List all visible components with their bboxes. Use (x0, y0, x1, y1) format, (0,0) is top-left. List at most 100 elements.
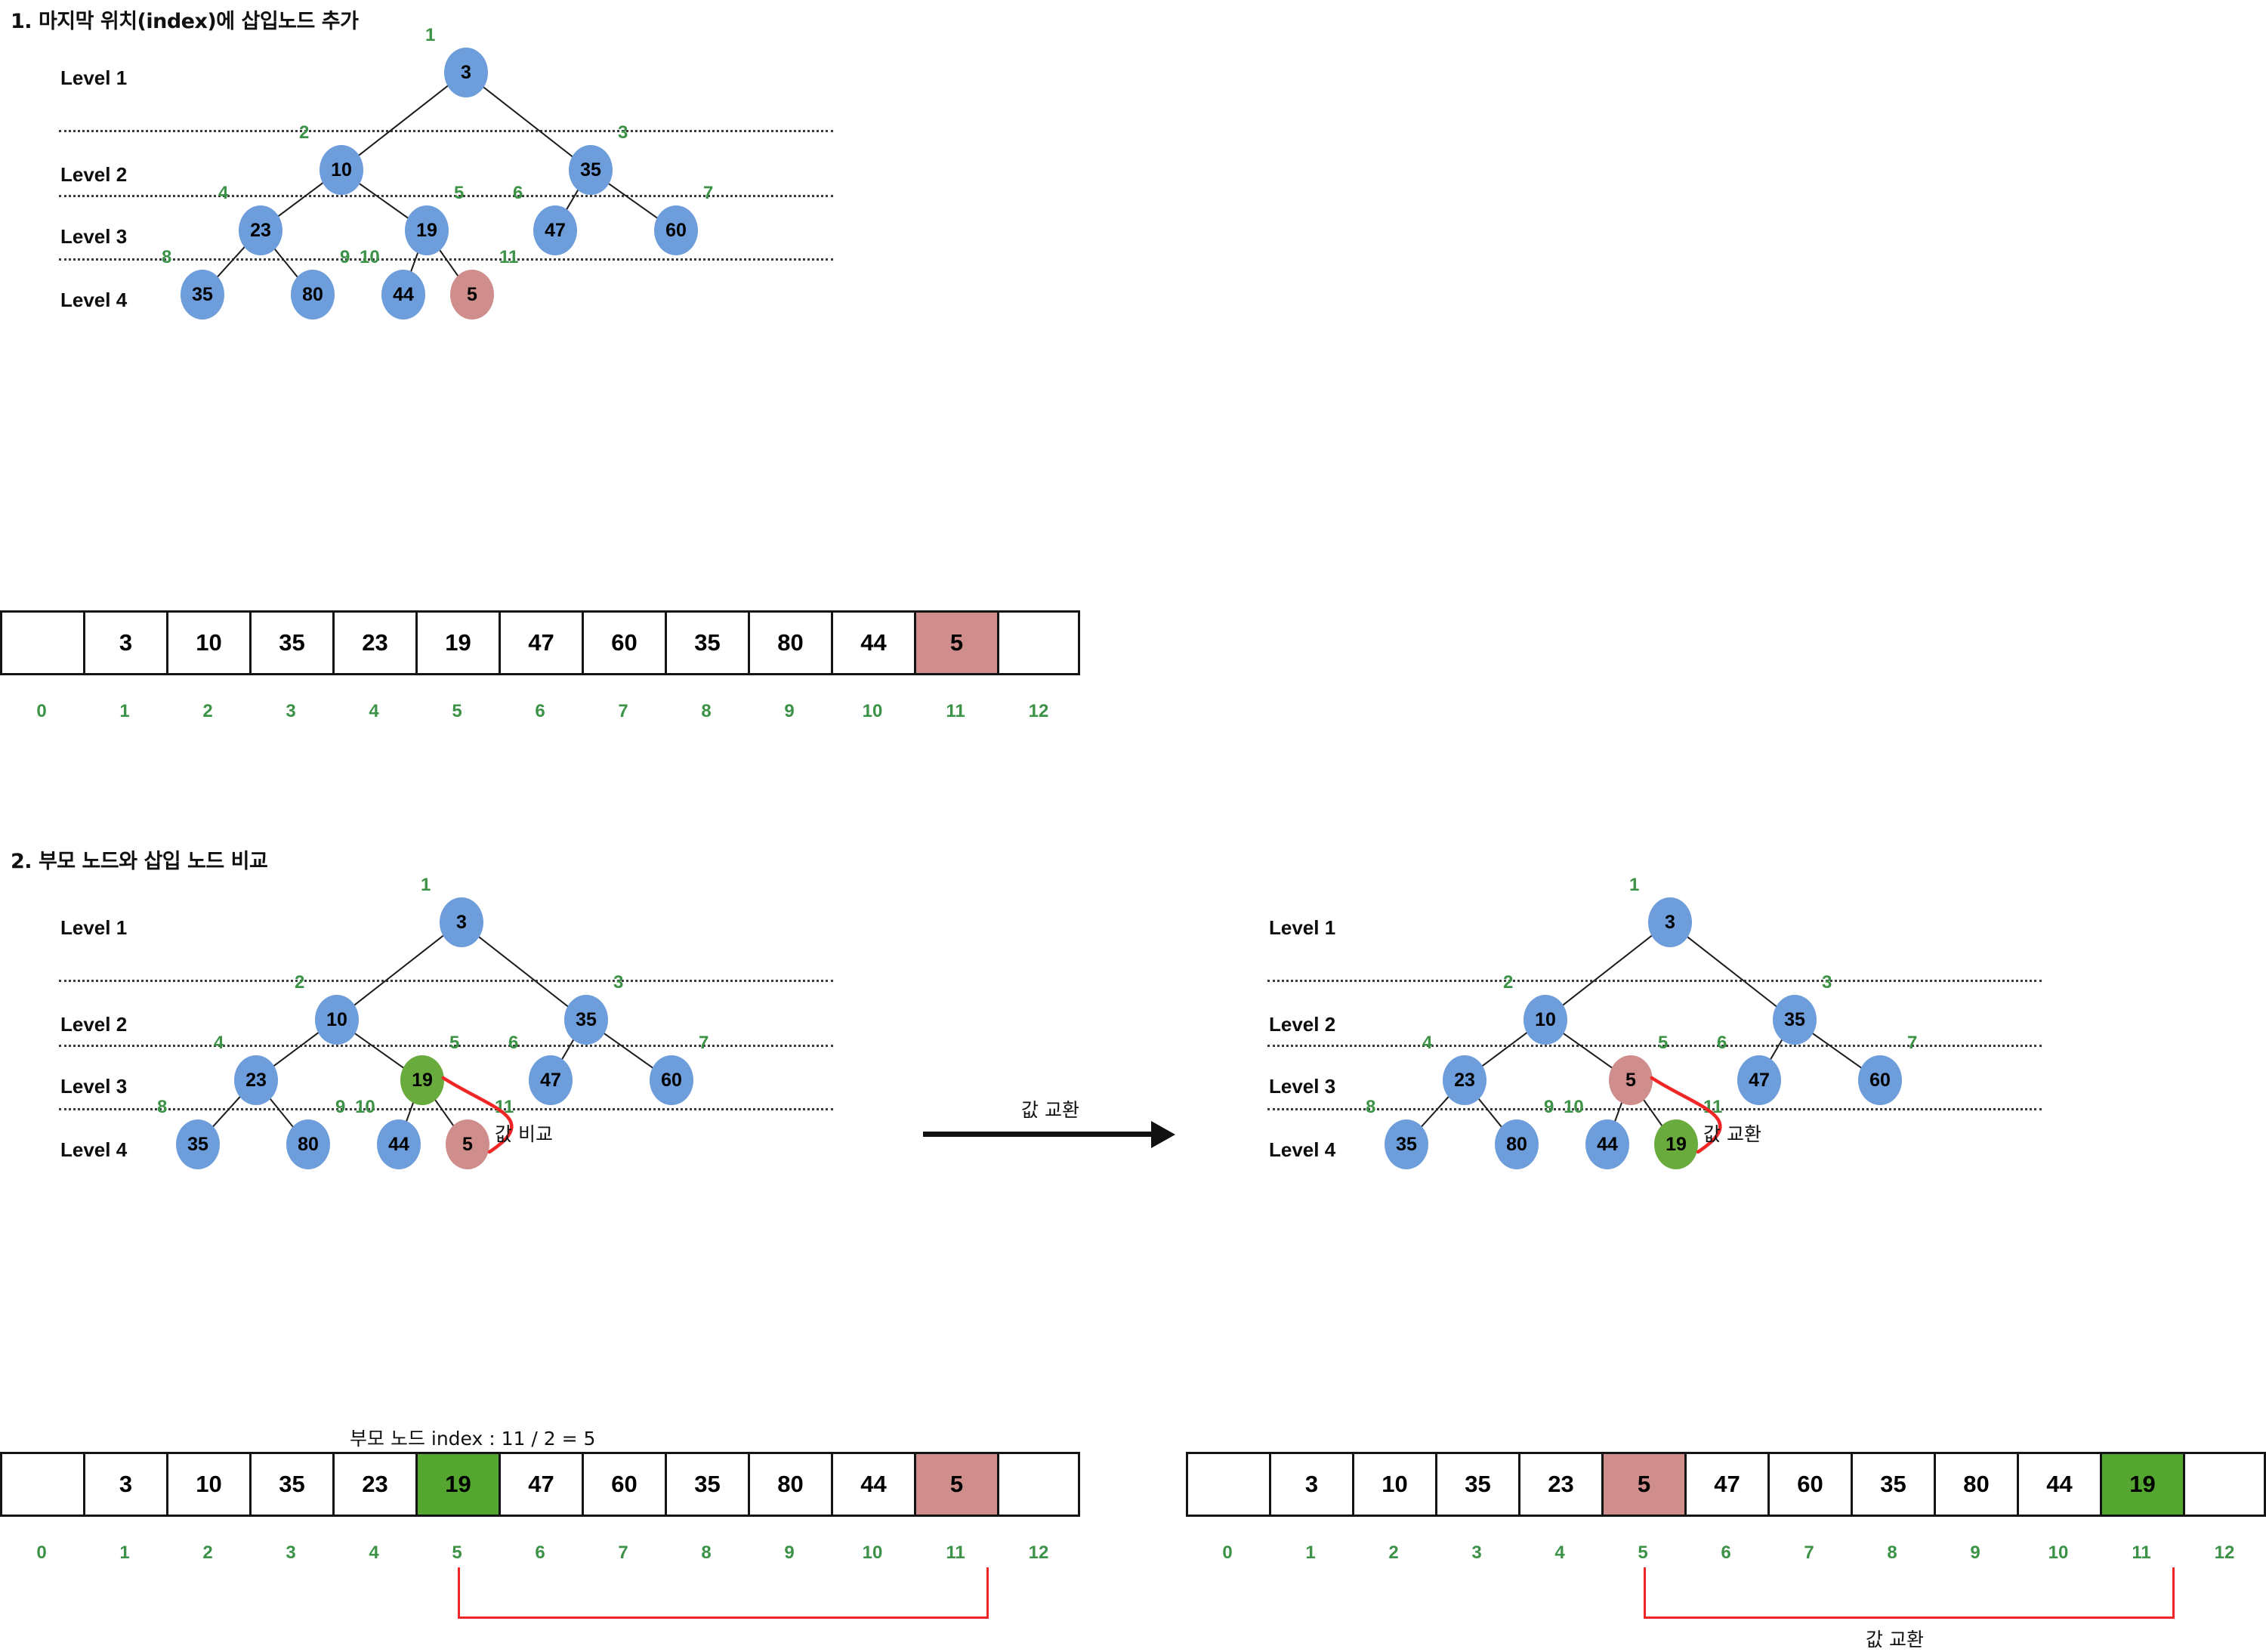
array-index-8: 8 (701, 1542, 712, 1563)
section-2-left-bracket (0, 1567, 1095, 1628)
array-cell-4[interactable]: 23 (332, 610, 415, 675)
array-index-12: 12 (2214, 1542, 2235, 1563)
tree-node-8[interactable]: 35 (181, 270, 224, 320)
array-cell-0[interactable] (1186, 1452, 1269, 1517)
array-cell-11[interactable]: 19 (2100, 1452, 2183, 1517)
tree-node-2[interactable]: 10 (1524, 995, 1567, 1045)
array-cell-3[interactable]: 35 (1435, 1452, 1518, 1517)
tree-node-4[interactable]: 23 (234, 1055, 278, 1105)
tree-node-10[interactable]: 44 (1585, 1119, 1629, 1169)
array-cell-5[interactable]: 5 (1601, 1452, 1684, 1517)
tree-node-6[interactable]: 47 (533, 205, 577, 255)
array-cell-5[interactable]: 19 (415, 610, 499, 675)
tree-node-10[interactable]: 44 (377, 1119, 421, 1169)
tree-node-1[interactable]: 3 (444, 48, 488, 97)
array-cell-6[interactable]: 47 (499, 610, 582, 675)
node-value: 35 (1396, 1133, 1417, 1155)
array-cell-5[interactable]: 19 (415, 1452, 499, 1517)
transition-arrow-group: 값 교환 (923, 1095, 1180, 1163)
array-cell-7[interactable]: 60 (582, 610, 665, 675)
tree-node-9[interactable]: 80 (286, 1119, 330, 1169)
array-cell-9[interactable]: 80 (1934, 1452, 2017, 1517)
tree-node-11[interactable]: 5 (450, 270, 494, 320)
tree-node-2[interactable]: 10 (315, 995, 359, 1045)
swap-curve-label: 값 비교 (495, 1123, 553, 1145)
array-cell-12[interactable] (997, 610, 1080, 675)
tree-node-6[interactable]: 47 (1737, 1055, 1781, 1105)
array-cell-8[interactable]: 35 (665, 610, 748, 675)
array-cell-0[interactable] (0, 610, 83, 675)
array-cell-1[interactable]: 3 (83, 610, 166, 675)
array-cell-10[interactable]: 44 (2017, 1452, 2100, 1517)
array-cell-9[interactable]: 80 (748, 610, 831, 675)
node-value: 47 (540, 1069, 561, 1091)
array-cell-2[interactable]: 10 (1352, 1452, 1435, 1517)
tree-node-3[interactable]: 35 (569, 145, 613, 195)
array-cell-2[interactable]: 10 (166, 610, 249, 675)
tree-node-3[interactable]: 35 (1773, 995, 1817, 1045)
level-divider-1 (1267, 980, 2042, 982)
tree-node-7[interactable]: 60 (1858, 1055, 1902, 1105)
array-index-1: 1 (119, 701, 130, 721)
tree-node-9[interactable]: 80 (291, 270, 335, 320)
tree-node-4[interactable]: 23 (1443, 1055, 1486, 1105)
array-cell-value: 19 (2129, 1471, 2156, 1497)
array-cell-10[interactable]: 44 (831, 1452, 914, 1517)
tree-node-5[interactable]: 19 (405, 205, 449, 255)
array-cell-7[interactable]: 60 (582, 1452, 665, 1517)
tree-node-index-4: 4 (218, 183, 229, 203)
array-index-8: 8 (701, 701, 712, 721)
tree-node-8[interactable]: 35 (176, 1119, 220, 1169)
array-cell-1[interactable]: 3 (1269, 1452, 1352, 1517)
tree-node-1[interactable]: 3 (440, 897, 483, 947)
array-cell-3[interactable]: 35 (249, 610, 332, 675)
tree-node-8[interactable]: 35 (1385, 1119, 1428, 1169)
array-index-9: 9 (1970, 1542, 1980, 1563)
array-cell-8[interactable]: 35 (1851, 1452, 1934, 1517)
tree-node-index-3: 3 (613, 972, 624, 993)
tree-node-10[interactable]: 44 (381, 270, 425, 320)
array-cell-6[interactable]: 47 (499, 1452, 582, 1517)
array-cell-2[interactable]: 10 (166, 1452, 249, 1517)
tree-node-5[interactable]: 5 (1609, 1055, 1653, 1105)
node-value: 80 (1506, 1133, 1527, 1155)
tree-node-11[interactable]: 19 (1654, 1119, 1698, 1169)
tree-node-4[interactable]: 23 (239, 205, 282, 255)
array-cell-value: 23 (362, 629, 388, 656)
array-cell-11[interactable]: 5 (914, 1452, 997, 1517)
array-index-6: 6 (1721, 1542, 1731, 1563)
array-cell-12[interactable] (997, 1452, 1080, 1517)
array-cell-7[interactable]: 60 (1767, 1452, 1851, 1517)
array-cell-4[interactable]: 23 (332, 1452, 415, 1517)
array-cell-9[interactable]: 80 (748, 1452, 831, 1517)
tree-node-6[interactable]: 47 (529, 1055, 573, 1105)
node-value: 35 (192, 283, 213, 305)
array-cell-value: 44 (860, 1471, 887, 1497)
tree-node-5[interactable]: 19 (400, 1055, 444, 1105)
array-cell-12[interactable] (2183, 1452, 2266, 1517)
array-cell-6[interactable]: 47 (1684, 1452, 1767, 1517)
tree-node-7[interactable]: 60 (650, 1055, 693, 1105)
tree-node-index-4: 4 (214, 1033, 224, 1053)
array-cell-1[interactable]: 3 (83, 1452, 166, 1517)
bracket-bottom (458, 1616, 989, 1619)
array-cell-4[interactable]: 23 (1518, 1452, 1601, 1517)
tree-node-7[interactable]: 60 (654, 205, 698, 255)
array-cell-11[interactable]: 5 (914, 610, 997, 675)
array-cell-10[interactable]: 44 (831, 610, 914, 675)
array-cell-0[interactable] (0, 1452, 83, 1517)
array-index-6: 6 (535, 1542, 545, 1563)
tree-node-1[interactable]: 3 (1648, 897, 1692, 947)
array-cell-8[interactable]: 35 (665, 1452, 748, 1517)
node-value: 5 (467, 283, 477, 305)
node-value: 3 (456, 911, 467, 933)
tree-node-9[interactable]: 80 (1495, 1119, 1539, 1169)
array-cell-3[interactable]: 35 (249, 1452, 332, 1517)
tree-node-3[interactable]: 35 (564, 995, 608, 1045)
tree-node-2[interactable]: 10 (320, 145, 363, 195)
node-value: 10 (331, 159, 352, 181)
array-index-10: 10 (2048, 1542, 2069, 1563)
tree-node-11[interactable]: 5 (446, 1119, 489, 1169)
